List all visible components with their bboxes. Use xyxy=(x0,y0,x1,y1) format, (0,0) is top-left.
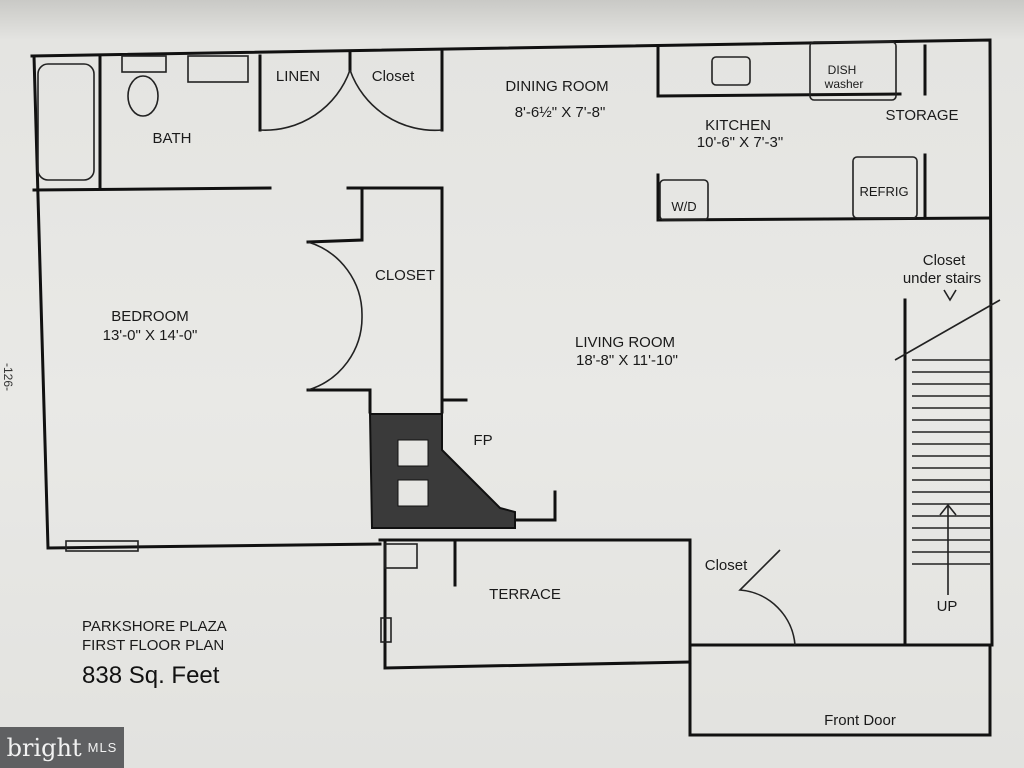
kitchen-label: KITCHEN xyxy=(705,117,771,134)
front-closet-label: Closet xyxy=(705,557,748,574)
dishwasher-label: DISH xyxy=(828,63,857,77)
walls xyxy=(30,38,994,737)
linen-label: LINEN xyxy=(276,68,320,85)
washer-dryer-label: W/D xyxy=(671,199,696,214)
under-stairs-label-2: under stairs xyxy=(903,270,981,287)
bright-mls-watermark: bright MLS xyxy=(0,727,124,768)
plan-area: 838 Sq. Feet xyxy=(82,662,220,689)
kitchen-dimensions: 10'-6" X 7'-3" xyxy=(697,134,783,151)
living-room-dimensions: 18'-8" X 11'-10" xyxy=(576,352,678,369)
refrigerator-label: REFRIG xyxy=(859,184,908,199)
dishwasher-label-2: washer xyxy=(824,77,864,91)
fireplace xyxy=(368,413,516,529)
stairs xyxy=(894,289,1001,595)
storage-label: STORAGE xyxy=(885,107,958,124)
plan-title: PARKSHORE PLAZA xyxy=(82,618,227,635)
under-stairs-label: Closet xyxy=(923,252,966,269)
terrace-label: TERRACE xyxy=(489,586,561,603)
living-room-label: LIVING ROOM xyxy=(575,334,675,351)
bedroom-closet-label: CLOSET xyxy=(375,267,435,284)
fixtures xyxy=(37,41,918,646)
closet-top-label: Closet xyxy=(372,68,415,85)
dining-room-dimensions: 8'-6½" X 7'-8" xyxy=(515,104,606,121)
watermark-suffix: MLS xyxy=(87,740,118,755)
fireplace-label: FP xyxy=(473,432,492,449)
dining-room-label: DINING ROOM xyxy=(505,78,608,95)
plan-subtitle: FIRST FLOOR PLAN xyxy=(82,637,224,654)
bedroom-label: BEDROOM xyxy=(111,308,189,325)
stairs-up-label: UP xyxy=(937,598,958,615)
bath-label: BATH xyxy=(153,130,192,147)
front-door-label: Front Door xyxy=(824,712,896,729)
watermark-brand: bright xyxy=(6,733,82,762)
bedroom-dimensions: 13'-0" X 14'-0" xyxy=(103,327,198,344)
